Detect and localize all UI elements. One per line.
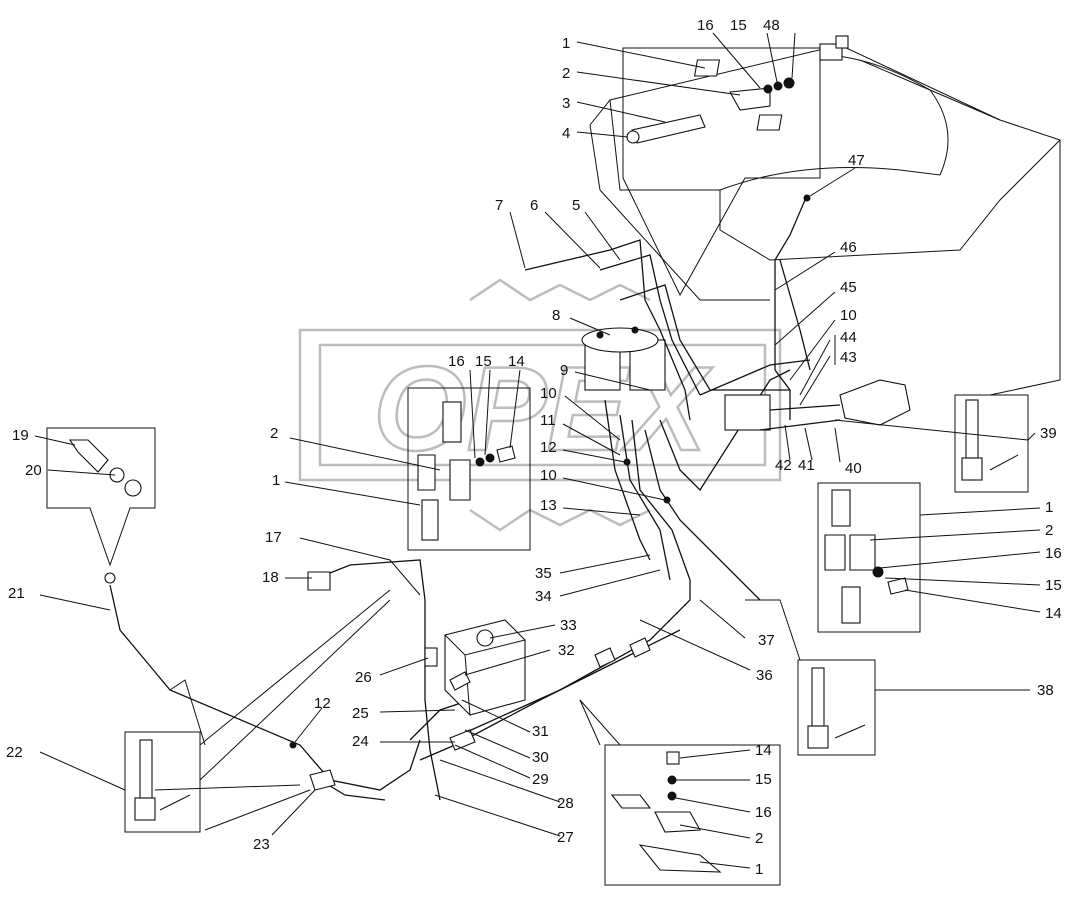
detail-box-right — [817, 482, 921, 633]
callout-1: 1 — [272, 472, 280, 489]
callout-36: 36 — [756, 667, 773, 684]
callout-7: 7 — [495, 197, 503, 214]
left-piping — [109, 559, 681, 801]
callout-2: 2 — [1045, 522, 1053, 539]
callout-14: 14 — [1045, 605, 1062, 622]
callout-10: 10 — [540, 385, 557, 402]
callout-31: 31 — [532, 723, 549, 740]
clamp-box-22 — [124, 731, 201, 833]
callout-42: 42 — [775, 457, 792, 474]
callout-14: 14 — [508, 353, 525, 370]
callout-33: 33 — [560, 617, 577, 634]
callout-1: 1 — [1045, 499, 1053, 516]
callout-3: 3 — [562, 95, 570, 112]
callout-48: 48 — [763, 17, 780, 34]
callout-16: 16 — [448, 353, 465, 370]
callout-24: 24 — [352, 733, 369, 750]
detail-box-bottom — [579, 699, 781, 886]
callout-5: 5 — [572, 197, 580, 214]
detail-box-fitting — [46, 427, 156, 584]
clamp-box-39 — [954, 394, 1029, 493]
callout-21: 21 — [8, 585, 25, 602]
callout-16: 16 — [755, 804, 772, 821]
reservoir-block — [424, 619, 651, 751]
callout-40: 40 — [845, 460, 862, 477]
callout-15: 15 — [755, 771, 772, 788]
leader-lines — [34, 32, 1041, 869]
callout-35: 35 — [535, 565, 552, 582]
callout-10: 10 — [540, 467, 557, 484]
callout-16: 16 — [1045, 545, 1062, 562]
callout-38: 38 — [1037, 682, 1054, 699]
clamp-box-38 — [797, 659, 876, 756]
callout-1: 1 — [755, 861, 763, 878]
callout-22: 22 — [6, 744, 23, 761]
callout-15: 15 — [475, 353, 492, 370]
callout-16: 16 — [697, 17, 714, 34]
watermark-logo: ОРЕХ — [298, 278, 782, 532]
callout-10: 10 — [840, 307, 857, 324]
callout-labels: 1 2 3 4 16 15 48 47 7 6 5 46 45 8 10 44 … — [6, 17, 1062, 878]
callout-20: 20 — [25, 462, 42, 479]
callout-8: 8 — [552, 307, 560, 324]
callout-46: 46 — [840, 239, 857, 256]
callout-29: 29 — [532, 771, 549, 788]
callout-18: 18 — [262, 569, 279, 586]
callout-14: 14 — [755, 742, 772, 759]
callout-19: 19 — [12, 427, 29, 444]
callout-9: 9 — [560, 362, 568, 379]
callout-39: 39 — [1040, 425, 1057, 442]
callout-37: 37 — [758, 632, 775, 649]
callout-25: 25 — [352, 705, 369, 722]
callout-32: 32 — [558, 642, 575, 659]
callout-6: 6 — [530, 197, 538, 214]
callout-12: 12 — [314, 695, 331, 712]
callout-2: 2 — [562, 65, 570, 82]
callout-17: 17 — [265, 529, 282, 546]
callout-13: 13 — [540, 497, 557, 514]
detail-box-left — [407, 387, 531, 551]
callout-44: 44 — [840, 329, 857, 346]
callout-34: 34 — [535, 588, 552, 605]
callout-27: 27 — [557, 829, 574, 846]
callout-41: 41 — [798, 457, 815, 474]
callout-23: 23 — [253, 836, 270, 853]
fuel-pump-assembly — [724, 194, 911, 431]
callout-26: 26 — [355, 669, 372, 686]
callout-30: 30 — [532, 749, 549, 766]
callout-43: 43 — [840, 349, 857, 366]
callout-15: 15 — [730, 17, 747, 34]
callout-47: 47 — [848, 152, 865, 169]
callout-15: 15 — [1045, 577, 1062, 594]
callout-11: 11 — [540, 412, 556, 429]
callout-1: 1 — [562, 35, 570, 52]
callout-12: 12 — [540, 439, 557, 456]
callout-45: 45 — [840, 279, 857, 296]
callout-4: 4 — [562, 125, 570, 142]
callout-28: 28 — [557, 795, 574, 812]
callout-2: 2 — [755, 830, 763, 847]
fuel-filter-assembly — [459, 239, 811, 736]
callout-2: 2 — [270, 425, 278, 442]
